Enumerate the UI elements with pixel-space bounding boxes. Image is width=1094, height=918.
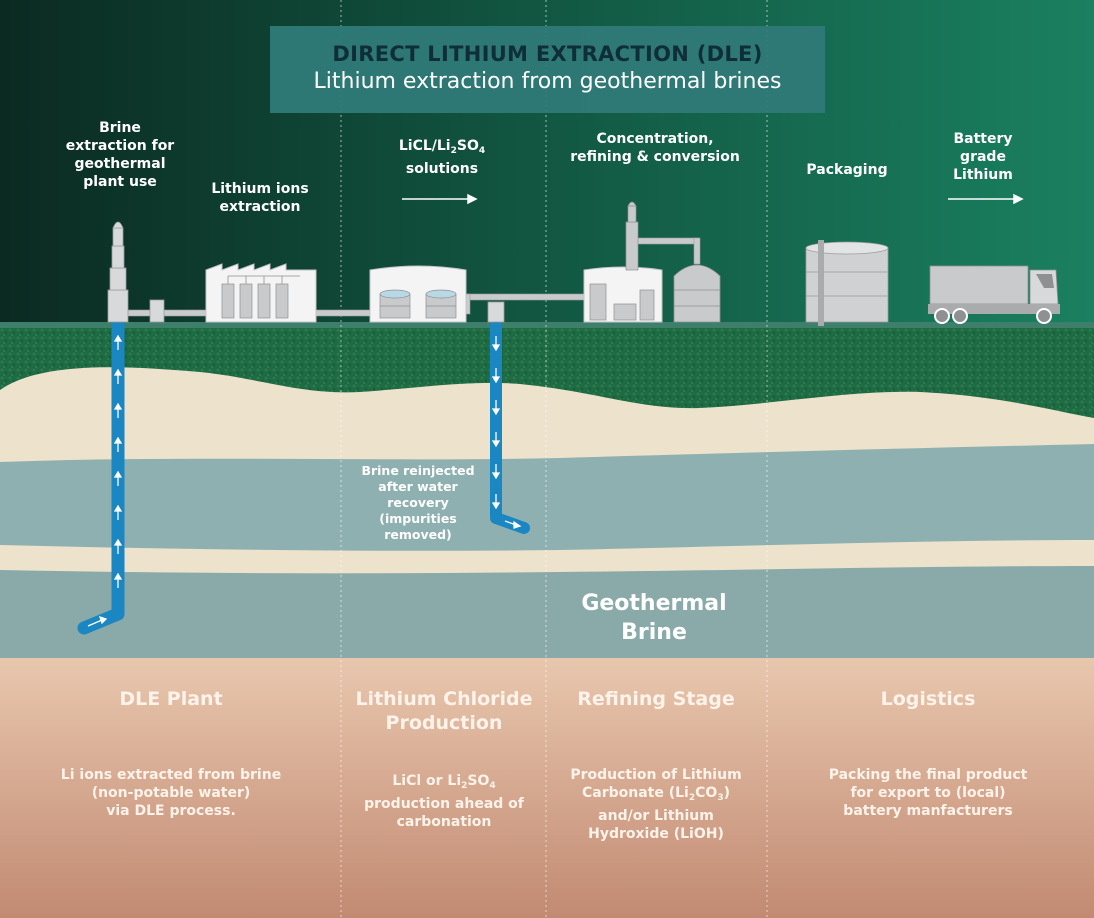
dle-plant-building (205, 263, 317, 323)
stage-description-refining: Production of Lithium Carbonate (Li2CO3)… (570, 767, 742, 842)
label-battery-grade: Battery grade Lithium (953, 131, 1013, 183)
main-subtitle: Lithium extraction from geothermal brine… (313, 69, 782, 94)
label-brine-extraction: Brine extraction for geothermal plant us… (65, 120, 175, 190)
label-geothermal-brine: Geothermal Brine (581, 591, 727, 645)
wellhead-tower (107, 221, 505, 323)
label-packaging: Packaging (806, 162, 888, 178)
sand-layer (0, 367, 1094, 470)
brine-layer-lower (0, 566, 1094, 662)
flow-arrow-solutions (402, 193, 478, 205)
truck (928, 265, 1060, 324)
sand-stripe (0, 540, 1094, 575)
extraction-pipe (77, 319, 125, 635)
surface-pipes (121, 237, 701, 317)
stage-heading-logistics: Logistics (880, 688, 976, 710)
stage-heading-refining: Refining Stage (577, 688, 735, 710)
title-box (270, 26, 825, 113)
main-title: DIRECT LITHIUM EXTRACTION (DLE) (332, 42, 763, 66)
stage-description-dle-plant: Li ions extracted from brine (non-potabl… (60, 767, 282, 819)
stage-description-licl: LiCl or Li2SO4 production ahead of carbo… (364, 773, 524, 830)
label-concentration: Concentration, refining & conversion (570, 131, 740, 165)
flow-arrow-battery (948, 193, 1024, 205)
brine-layer-upper (0, 444, 1094, 555)
packaging-silo (805, 240, 889, 326)
reinjection-pipe (490, 320, 530, 534)
soil-layer (0, 658, 1094, 918)
ground-line (0, 322, 1094, 328)
label-reinjection: Brine reinjected after water recovery (i… (361, 463, 475, 542)
stage-description-logistics: Packing the final product for export to … (828, 767, 1028, 819)
stage-dividers (340, 0, 768, 918)
licl-building (369, 265, 467, 323)
stage-heading-licl: Lithium Chloride Production (355, 688, 533, 734)
label-lithium-ions: Lithium ions extraction (211, 181, 309, 215)
label-solutions: LiCL/Li2SO4 solutions (398, 138, 486, 177)
stage-heading-dle-plant: DLE Plant (119, 688, 223, 710)
refining-building (583, 201, 721, 323)
